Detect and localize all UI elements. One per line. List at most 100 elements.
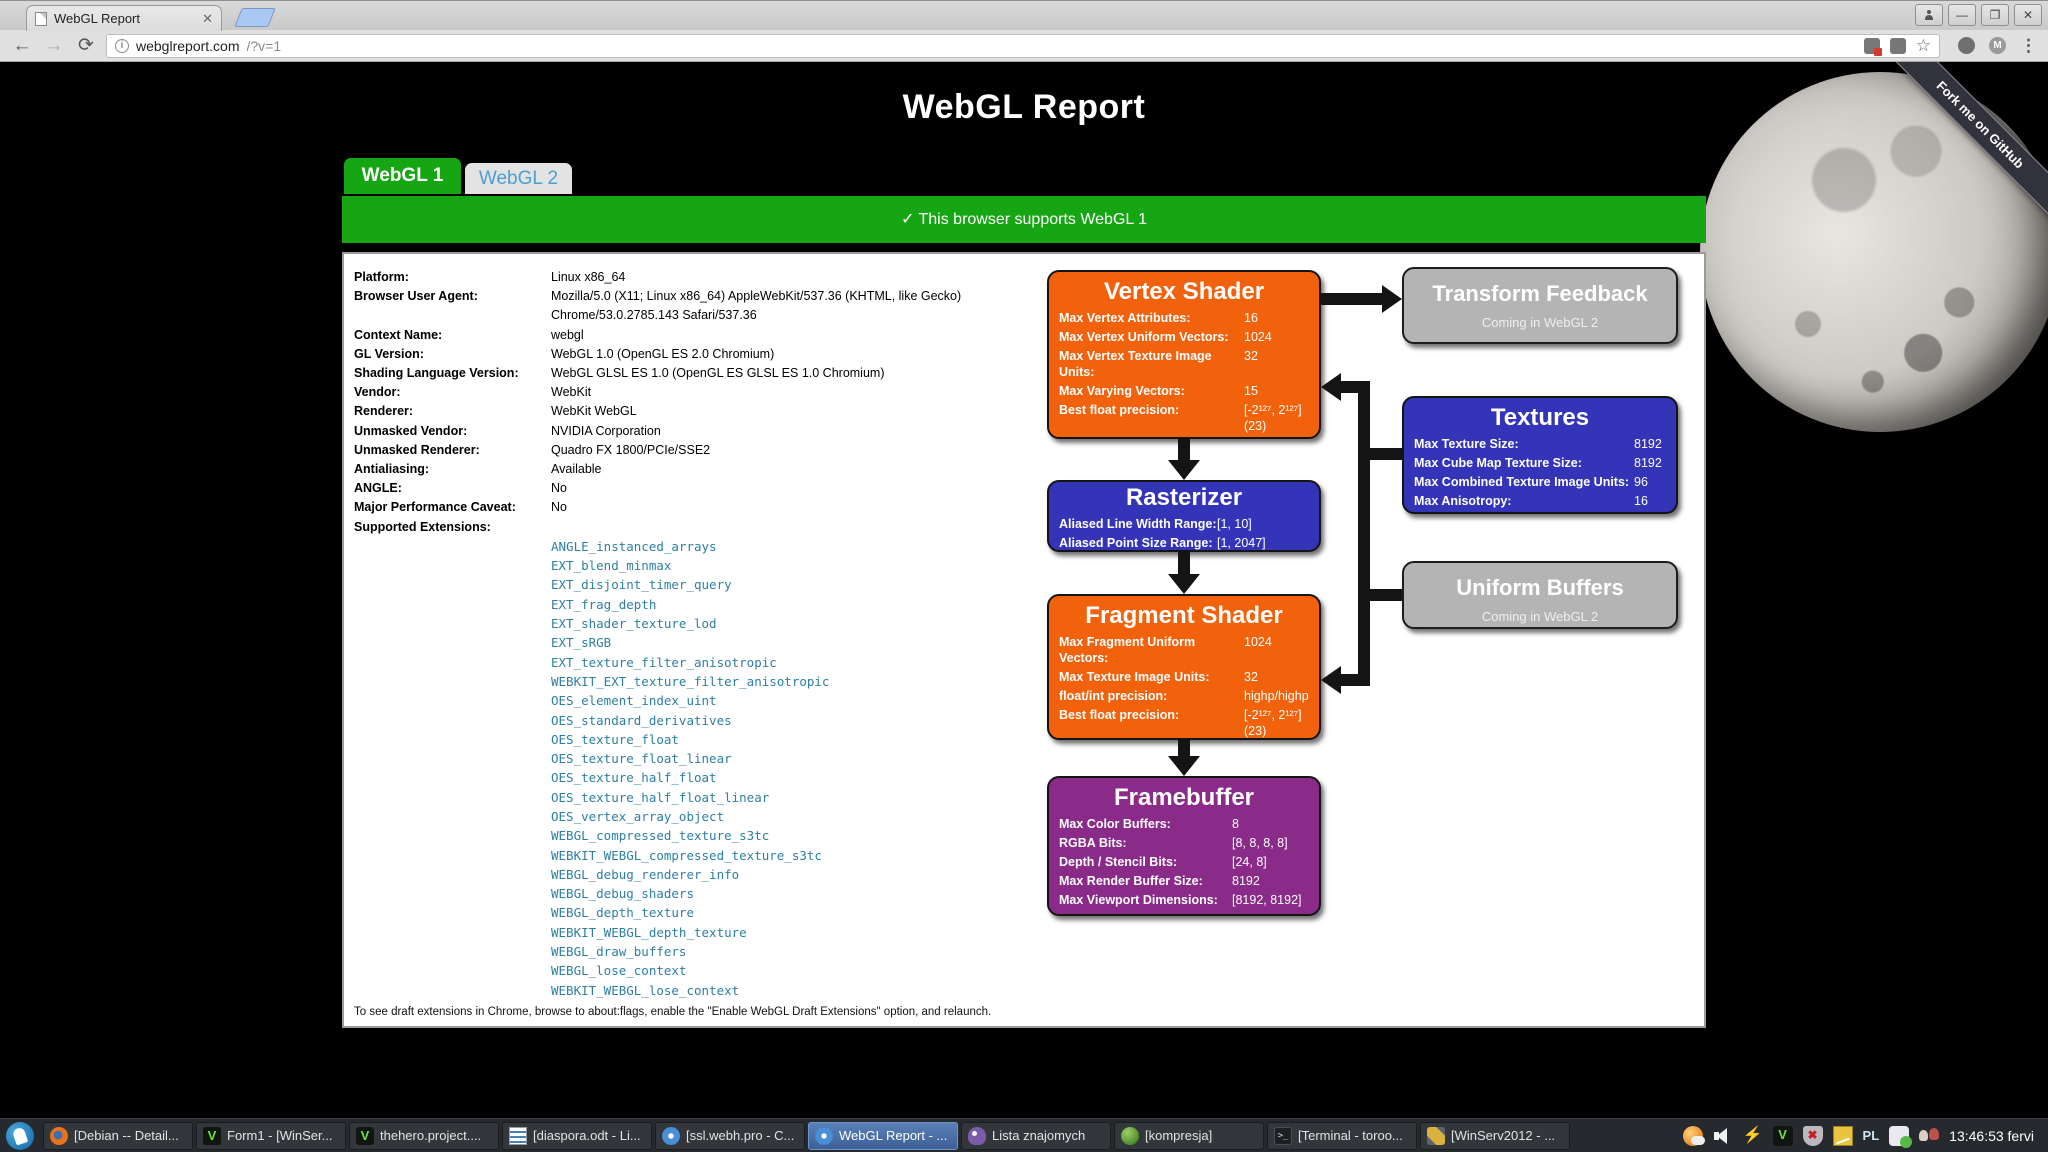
info-label: Antialiasing: — [354, 462, 430, 477]
accessibility-icon[interactable] — [1958, 37, 1975, 54]
volume-icon[interactable] — [1713, 1126, 1733, 1146]
reload-button[interactable]: ⟳ — [78, 35, 94, 56]
tab-webgl2[interactable]: WebGL 2 — [465, 163, 572, 194]
clock[interactable]: 13:46:53 fervi — [1949, 1127, 2034, 1144]
webgl-version-tabs: WebGL 1 WebGL 2 — [344, 158, 572, 194]
transform-feedback-box: Transform Feedback Coming in WebGL 2 — [1402, 267, 1678, 344]
power-icon[interactable]: ⚡ — [1742, 1126, 1763, 1144]
taskbar-window-lazarus-project[interactable]: thehero.project.... — [349, 1121, 499, 1150]
lazarus-icon[interactable] — [1772, 1125, 1793, 1146]
extension-item: OES_texture_float_linear — [551, 751, 732, 767]
webgl-report-page: Fork me on GitHub WebGL Report WebGL 1 W… — [0, 62, 2048, 1118]
back-button[interactable]: ← — [12, 35, 32, 56]
taskbar-window-writer[interactable]: [diaspora.odt - Li... — [502, 1121, 652, 1150]
info-value: Available — [551, 462, 602, 477]
info-value: Quadro FX 1800/PCIe/SSE2 — [551, 442, 711, 457]
stat-value: 16 — [1634, 494, 1648, 508]
extension-icon[interactable] — [1889, 37, 1906, 54]
chromium-icon — [815, 1126, 833, 1145]
taskbar-window-lazarus-form1[interactable]: Form1 - [WinSer... — [196, 1121, 346, 1150]
info-row: Vendor:WebKit — [354, 383, 1704, 402]
notes-icon[interactable] — [1832, 1125, 1853, 1146]
extension-item: OES_standard_derivatives — [551, 712, 732, 728]
taskbar-window-kompresja[interactable]: [kompresja] — [1114, 1121, 1264, 1150]
stat-label: Max Varying Vectors: — [1059, 384, 1185, 398]
urlbar-icons: ☆ — [1863, 35, 1931, 56]
m-badge-icon[interactable]: M — [1989, 37, 2006, 54]
window-label: [Debian -- Detail... — [74, 1128, 179, 1143]
extension-item: WEBKIT_WEBGL_lose_context — [551, 982, 740, 998]
extensions-label: Supported Extensions: — [354, 519, 491, 534]
address-bar[interactable]: i webglreport.com /?v=1 ☆ — [106, 33, 1940, 58]
minimize-button[interactable]: — — [1948, 4, 1976, 26]
taskbar-window-firefox[interactable]: [Debian -- Detail... — [43, 1121, 193, 1150]
extension-item: WEBGL_debug_renderer_info — [551, 866, 740, 882]
report-panel: Platform:Linux x86_64 Browser User Agent… — [342, 252, 1706, 1028]
forward-button[interactable]: → — [44, 35, 64, 56]
taskbar-window-chromium-ssl[interactable]: [ssl.webh.pro - C... — [655, 1121, 805, 1150]
window-label: Lista znajomych — [992, 1128, 1086, 1143]
info-value: WebGL GLSL ES 1.0 (OpenGL ES GLSL ES 1.0… — [551, 366, 885, 381]
arrow-vs-to-rasterizer — [1178, 439, 1190, 461]
tab-webgl1[interactable]: WebGL 1 — [344, 158, 461, 194]
window-label: WebGL Report - ... — [839, 1128, 948, 1143]
info-label: ANGLE: — [354, 481, 402, 496]
close-tab-icon[interactable]: ✕ — [202, 10, 213, 26]
extension-item: EXT_sRGB — [551, 635, 612, 651]
extension-item: OES_texture_half_float_linear — [551, 789, 770, 805]
info-label: Browser User Agent: — [354, 289, 478, 304]
browser-tab[interactable]: WebGL Report ✕ — [26, 5, 222, 31]
page-favicon-icon — [35, 11, 47, 26]
page-info-icon[interactable]: i — [115, 38, 129, 53]
stat-value: [-2¹²⁷, 2¹²⁷] (23) — [1244, 403, 1302, 433]
new-tab-button[interactable] — [234, 8, 276, 27]
taskbar-window-winserv[interactable]: [WinServ2012 - ... — [1420, 1121, 1570, 1150]
extension-item: WEBGL_depth_texture — [551, 905, 694, 921]
taskbar-window-terminal[interactable]: [Terminal - toroo... — [1267, 1121, 1417, 1150]
info-label: Platform: — [354, 270, 409, 284]
pidgin-icon — [968, 1126, 986, 1145]
extension-item: EXT_disjoint_timer_query — [551, 577, 732, 593]
taskbar-window-pidgin[interactable]: Lista znajomych — [961, 1121, 1111, 1150]
chat-icon[interactable] — [1889, 1125, 1913, 1148]
browser-titlebar: WebGL Report ✕ — ❐ ✕ — [0, 0, 2048, 31]
lazarus-icon — [356, 1126, 374, 1145]
taskbar-window-webgl-report[interactable]: WebGL Report - ... — [808, 1121, 958, 1150]
textures-box: Textures Max Texture Size:8192 Max Cube … — [1402, 396, 1678, 514]
stat-value: 96 — [1634, 475, 1648, 489]
info-value: WebKit WebGL — [551, 404, 637, 419]
arrow-vs-to-tf — [1321, 293, 1383, 305]
extension-icon[interactable] — [1863, 37, 1882, 56]
info-row: Shading Language Version:WebGL GLSL ES 1… — [354, 364, 1704, 383]
stat-label: Max Vertex Texture Image Units: — [1059, 349, 1212, 379]
arrowhead-down-icon — [1168, 460, 1200, 480]
app-menu-button[interactable] — [6, 1121, 34, 1150]
coming-note: Coming in WebGL 2 — [1481, 315, 1599, 330]
close-window-button[interactable]: ✕ — [2014, 4, 2042, 26]
stat-label: Best float precision: — [1059, 403, 1180, 417]
window-label: thehero.project.... — [380, 1128, 482, 1143]
vertex-shader-box: Vertex Shader Max Vertex Attributes:16 M… — [1047, 270, 1321, 439]
browser-menu-icon[interactable]: ⋮ — [2020, 35, 2038, 55]
weather-icon[interactable] — [1682, 1125, 1705, 1146]
window-label: Form1 - [WinSer... — [227, 1128, 333, 1143]
bookmark-star-icon[interactable]: ☆ — [1915, 35, 1931, 55]
keyboard-layout-indicator[interactable]: PL — [1862, 1128, 1880, 1143]
connector-vertical — [1358, 381, 1370, 686]
coming-note: Coming in WebGL 2 — [1481, 609, 1599, 624]
extension-item: WEBGL_draw_buffers — [551, 944, 687, 960]
stat-label: Max Color Buffers: — [1059, 817, 1171, 831]
arrowhead-left-icon — [1321, 666, 1341, 694]
shield-icon[interactable]: ✖ — [1802, 1125, 1823, 1146]
stat-value: 8192 — [1232, 874, 1260, 888]
profile-button[interactable] — [1915, 4, 1943, 26]
info-row: Context Name:webgl — [354, 326, 1704, 345]
person-icon — [1924, 10, 1934, 20]
box-title: Fragment Shader — [1085, 602, 1283, 629]
info-label: Renderer: — [354, 404, 414, 419]
extension-item: EXT_shader_texture_lod — [551, 616, 717, 632]
stat-label: Depth / Stencil Bits: — [1059, 855, 1178, 869]
lamp-icon[interactable] — [1919, 1126, 1940, 1146]
box-title: Rasterizer — [1125, 484, 1243, 511]
maximize-button[interactable]: ❐ — [1981, 4, 2009, 26]
